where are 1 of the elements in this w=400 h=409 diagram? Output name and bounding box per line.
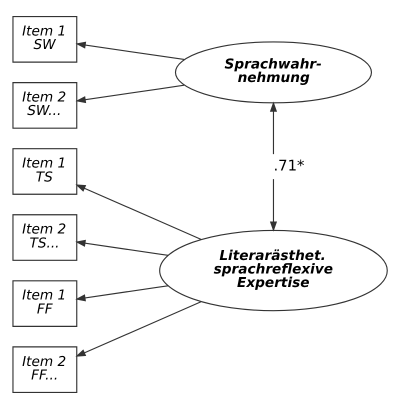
edge-label: .71* [273,158,304,175]
